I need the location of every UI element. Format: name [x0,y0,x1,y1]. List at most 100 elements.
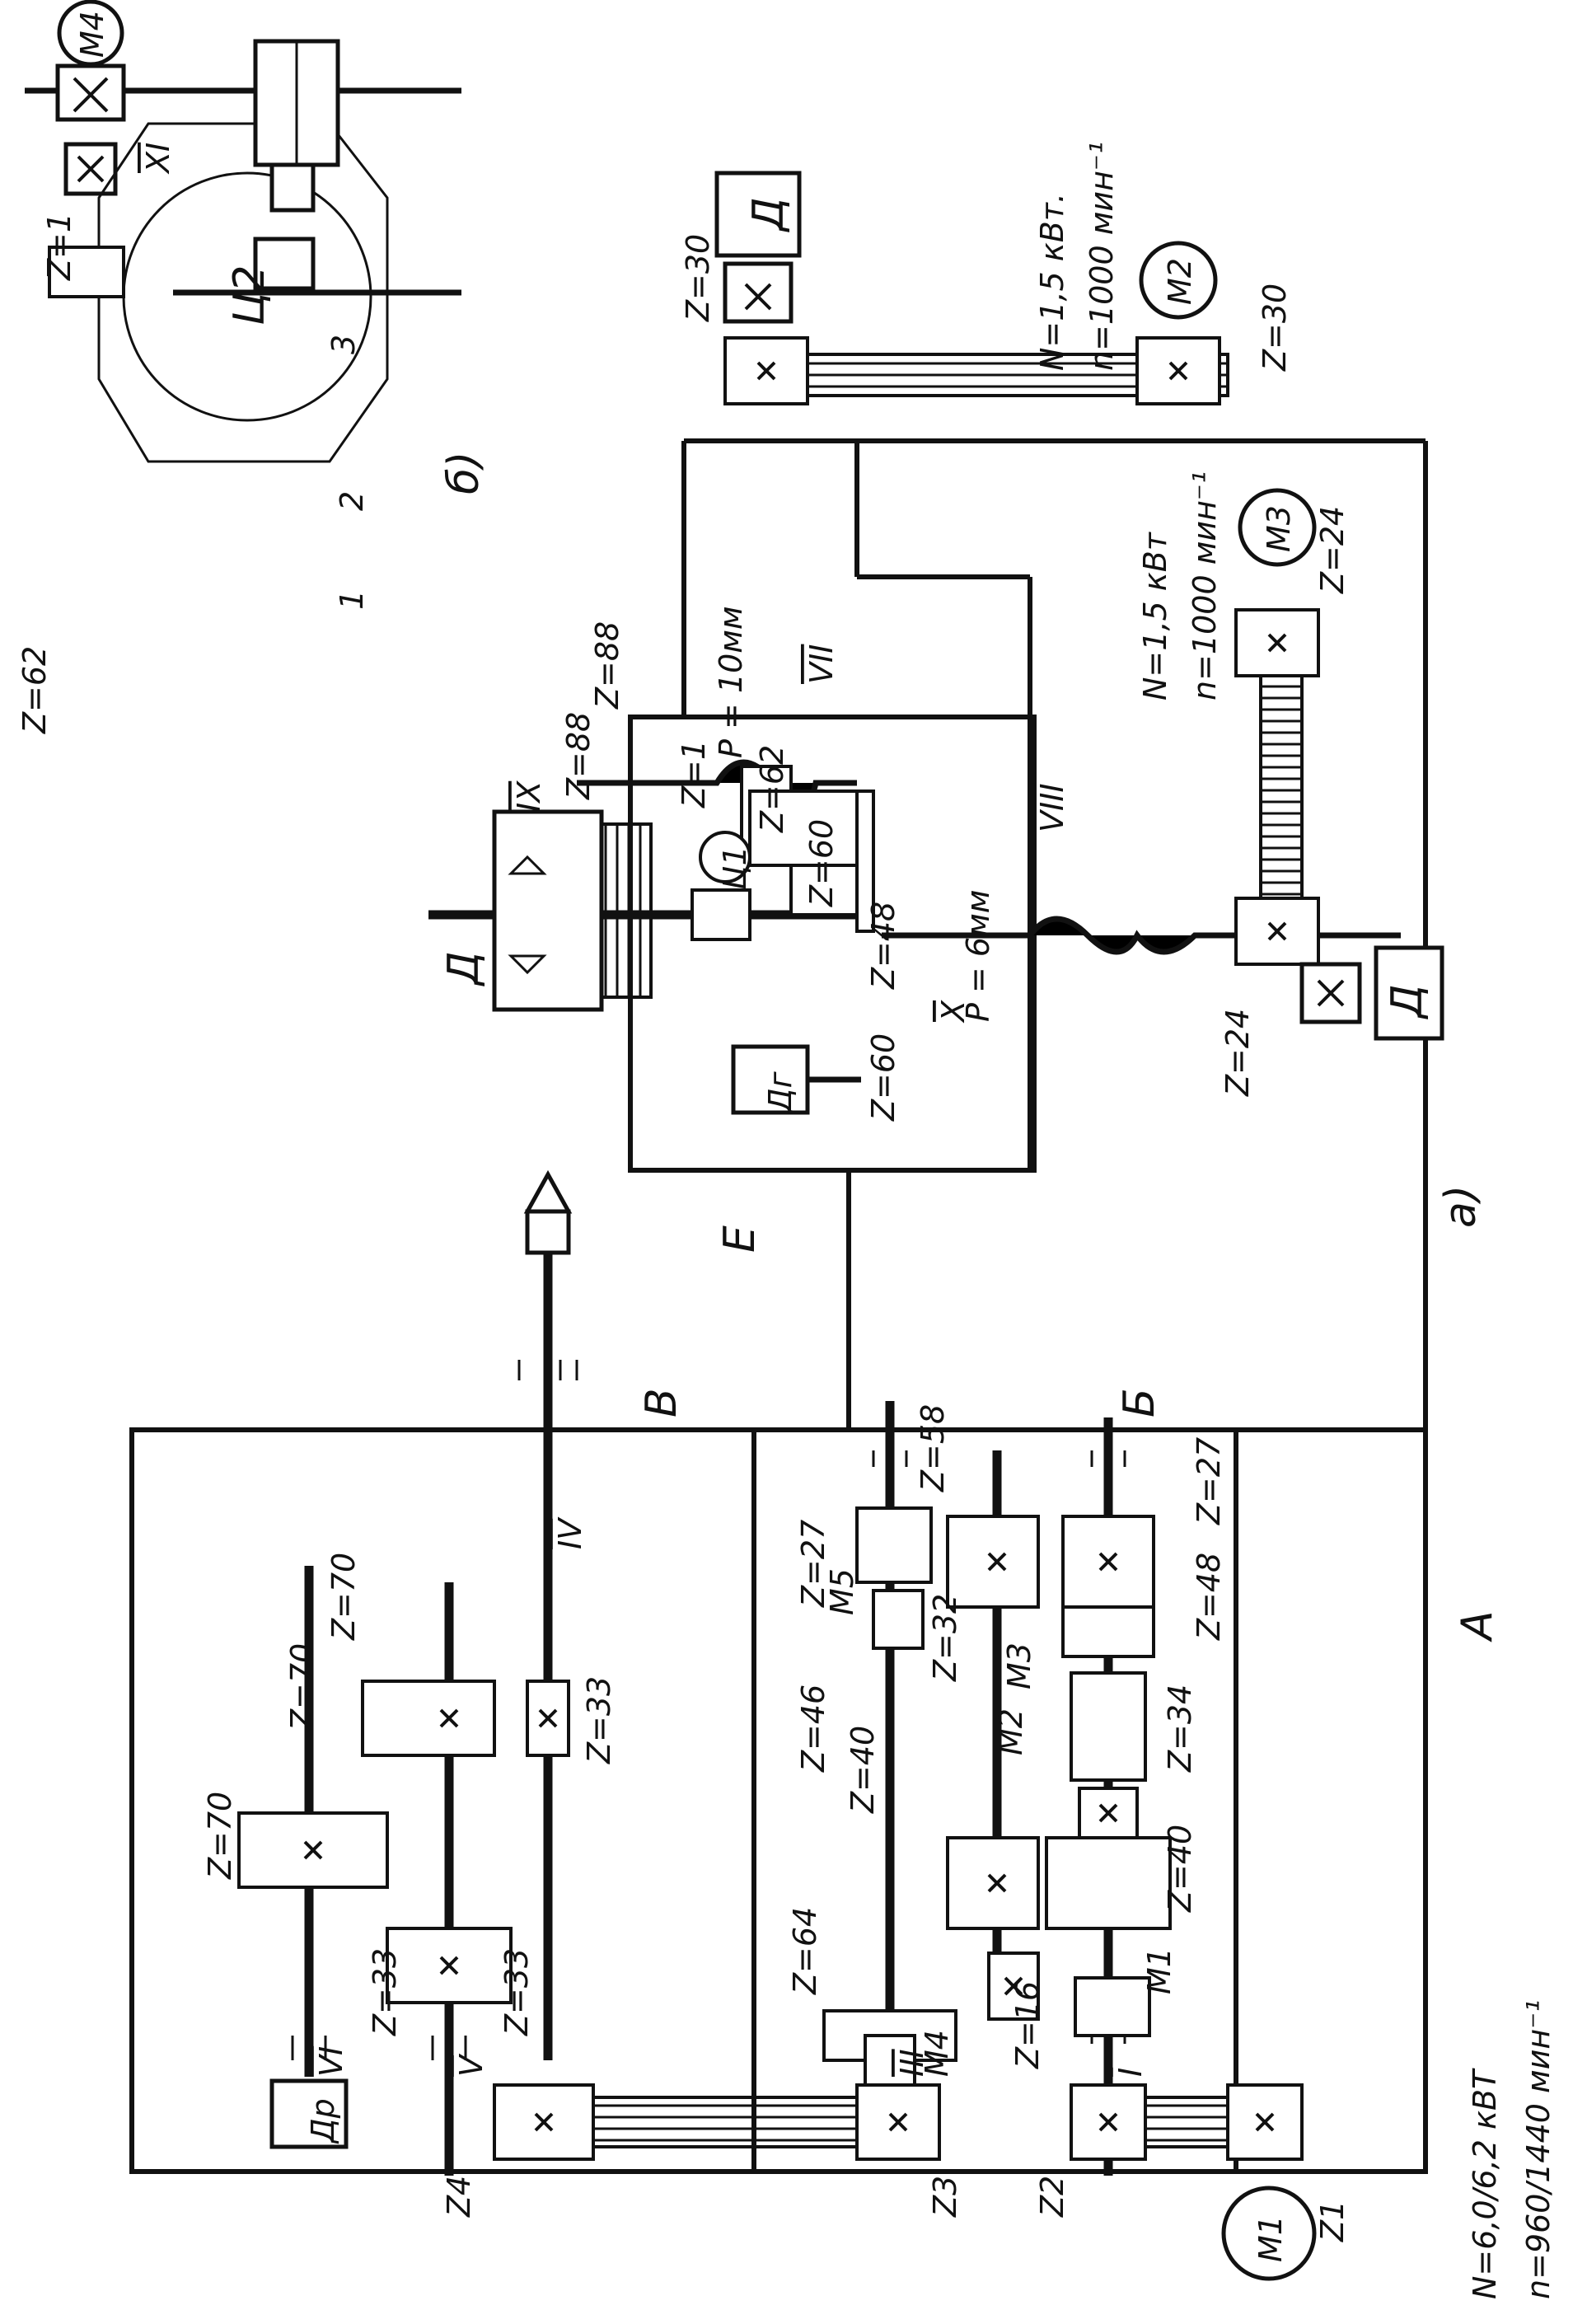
motor-m2-power: N=1,5 кВт. [1034,193,1070,371]
gear-label-z33a: Z=33 [367,1948,403,2036]
motor-label-m4: М4 [74,11,110,58]
unit-label-d-vii: Д [744,197,794,232]
spindle-nose [523,1169,573,1255]
gear-label-z24a: Z=24 [1314,506,1351,594]
gear-label-z88b: Z=88 [589,621,625,710]
gear-label-z62: Z=62 [754,745,790,833]
gear-label-z32: Z=32 [927,1594,963,1682]
coupling-label-m5: М5 [824,1568,860,1615]
gear-label-z60a: Z=60 [865,1033,901,1122]
coupling-d-vii [723,261,794,324]
gear-z27 [855,1506,933,1584]
callout-2: 2 [334,491,370,511]
callout-3: 3 [325,335,362,354]
pawl-1 [253,237,316,291]
gear-label-z70c: Z=70 [325,1553,362,1641]
motor-m3 [1238,488,1317,567]
coupling-m2-m3 [1070,1671,1147,1782]
pitch-viii: P = 6мм [960,890,996,1022]
detail-b [48,39,389,463]
gear-label-z48b: Z=48 [865,902,901,990]
gear-z48 [1061,1605,1155,1658]
gear-label-z48: Z=48 [1191,1553,1227,1641]
unit-label-d-top: Д [439,951,489,986]
motor-m3-power: N=1,5 кВт [1137,531,1173,700]
gear-z70-v [361,1680,496,1757]
shaft-label-v: V [453,2053,489,2077]
chain-z24 [1259,641,1304,925]
gear-label-z30a: Z=30 [680,234,716,322]
gear-label-z58: Z=58 [915,1404,951,1492]
gear-label-z70b: Z=70 [284,1643,321,1731]
motor-label-m2: М2 [1162,258,1198,305]
gear-label-zb1: Z=1 [41,213,77,281]
shaft-label-xi: XI [140,143,176,175]
gear-label-z27b: Z=27 [1191,1437,1227,1525]
gear-z34 [1078,1787,1139,1839]
frame-a [129,1427,1428,2174]
figure-label-a: а) [1436,1185,1486,1228]
unit-d-top [492,809,604,1012]
coupling-label-m2: М2 [993,1708,1029,1755]
shaft-label-viii: VIII [1034,783,1070,832]
gear-label-z3: Z3 [927,2176,963,2218]
gear-label-z24b: Z=24 [1220,1009,1256,1097]
motor-label-m1: М1 [1252,2215,1289,2262]
gear-label-z16: Z=16 [1009,1981,1046,2069]
gear-label-z30b: Z=30 [1257,283,1293,372]
shaft-label-x: X [935,1000,971,1024]
motor-label-m3: М3 [1261,505,1297,552]
motor-m1-power: N=6,0/6,2 кВТ [1467,2068,1503,2299]
bearings [291,1360,1126,2060]
gear-label-z34: Z=34 [1162,1684,1198,1773]
coupling-d-viii [1299,962,1362,1024]
gear-label-z2: Z2 [1034,2176,1070,2218]
coupling-label-m4: М4 [919,2030,955,2077]
coupling-label-m1: М1 [1141,1947,1177,1994]
unit-label-e: Е [715,1225,765,1253]
screw-viii [882,916,1244,955]
coupling-m5 [872,1589,925,1650]
shaft-label-vi: VI [313,2046,349,2077]
shaft-label-iii: III [894,2049,930,2077]
gear-label-z70a: Z=70 [202,1792,238,1880]
cylinder-c1 [691,888,751,941]
gear-label-z4: Z4 [441,2176,477,2218]
sprocket-z24-m3 [1234,608,1320,677]
callout-1: 1 [334,590,370,610]
coupling-label-m3: М3 [1001,1642,1037,1689]
motor-m2 [1139,241,1218,320]
gear-label-z27a: Z=27 [795,1520,831,1608]
devices [55,0,1444,2281]
gear-label-z64: Z=64 [787,1907,823,1995]
pitch-vii: P = 10мм [713,606,749,758]
gear-label-z60b: Z=60 [803,819,840,907]
motor-m3-speed: n=1000 мин⁻¹ [1187,471,1223,700]
unit-dr [269,2078,349,2149]
unit-label-b: Б [1115,1388,1164,1417]
shaft-label-i: I [1112,2068,1149,2077]
unit-label-dg: Дг [762,1071,798,1114]
motor-m1-speed: n=960/1440 мин⁻¹ [1520,1999,1557,2299]
unit-d-viii [1374,945,1444,1041]
gear-label-z33b: Z=33 [499,1948,535,2036]
gear-label-z40a: Z=40 [845,1726,881,1814]
gears [237,336,1320,2161]
gear-z40 [946,1836,1040,1930]
gear-z40-i [1045,1836,1172,1930]
unit-dg [731,1044,810,1115]
gear-label-z88a: Z=88 [560,712,597,800]
unit-label-c1: Ц1 [717,846,753,890]
figure-label-b: б) [439,452,489,494]
gear-label-z1: Z1 [1314,2200,1351,2242]
unit-label-dr: Др [305,2098,341,2144]
unit-label-a: А [1453,1610,1502,1642]
gear-label-z46: Z=46 [795,1684,831,1773]
unit-label-c2: Ц2 [225,265,274,326]
coupling-m1 [1074,1976,1151,2037]
unit-label-d-viii: Д [1383,984,1432,1019]
gear-label-z1w: Z=1 [676,740,712,808]
pawl-2 [269,162,316,213]
motor-m2-speed: n=1000 мин⁻¹ [1084,142,1120,371]
